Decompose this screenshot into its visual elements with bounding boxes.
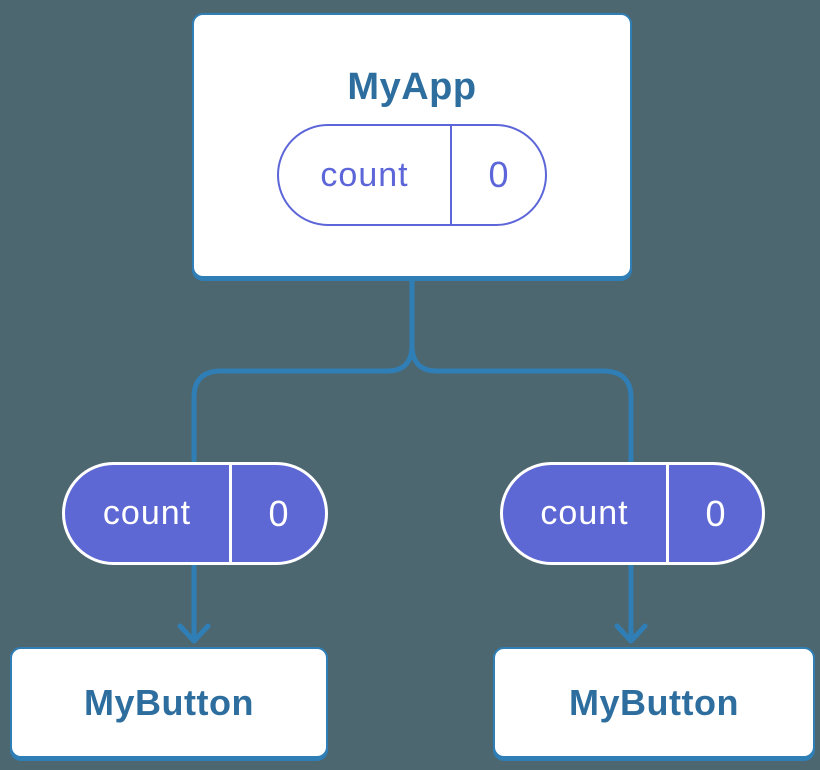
state-pill-label: count bbox=[320, 155, 409, 194]
prop-pill-right: count 0 bbox=[500, 462, 765, 565]
prop-pill-left: count 0 bbox=[62, 462, 328, 565]
prop-pill-value: 0 bbox=[705, 492, 726, 534]
prop-pill-value: 0 bbox=[268, 492, 289, 534]
fork-right-line bbox=[409, 344, 634, 465]
pill-divider bbox=[666, 465, 669, 562]
prop-pill-label: count bbox=[540, 494, 629, 532]
node-myapp: MyApp count 0 bbox=[192, 13, 632, 278]
node-mybutton-left: MyButton bbox=[10, 647, 328, 758]
prop-pill-label: count bbox=[102, 494, 192, 532]
arrow-down-icon bbox=[177, 623, 211, 644]
node-title: MyButton bbox=[569, 681, 739, 723]
state-pill-value: 0 bbox=[488, 154, 509, 196]
state-pill: count 0 bbox=[277, 124, 547, 227]
node-mybutton-right: MyButton bbox=[493, 647, 815, 758]
fork-left-line bbox=[191, 344, 415, 465]
node-title: MyButton bbox=[84, 681, 254, 723]
pill-divider bbox=[450, 126, 452, 225]
node-title: MyApp bbox=[347, 65, 477, 108]
arrow-down-icon bbox=[614, 623, 648, 644]
pill-divider bbox=[229, 465, 232, 562]
